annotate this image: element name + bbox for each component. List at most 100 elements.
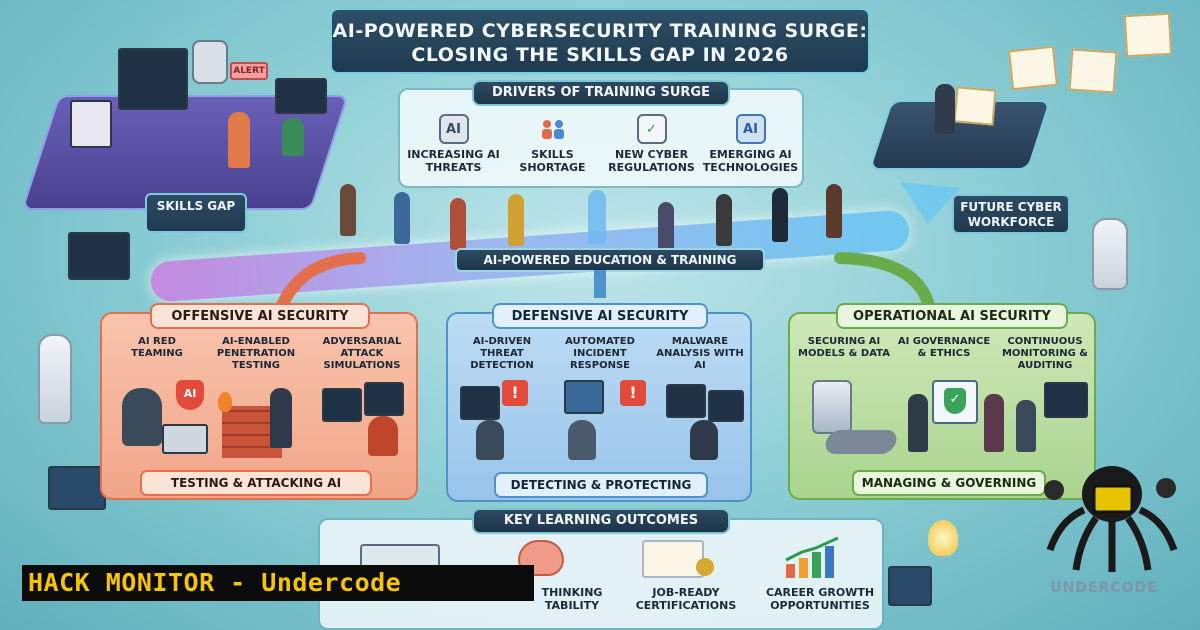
robot-image	[588, 190, 606, 244]
monitor-image	[48, 466, 106, 510]
outcome-label: JOB-READY CERTIFICATIONS	[635, 586, 737, 612]
certificate-image	[1123, 12, 1173, 58]
outcome-item: JOB-READY CERTIFICATIONS	[630, 540, 750, 620]
driver-label: SKILLS SHORTAGE	[519, 148, 586, 174]
monitor-image	[460, 386, 500, 420]
offensive-item: AI-ENABLED PENETRATION TESTING	[216, 336, 296, 371]
person-image	[935, 84, 955, 134]
future-workforce-label: FUTURE CYBER WORKFORCE	[952, 194, 1070, 234]
operational-heading: OPERATIONAL AI SECURITY	[836, 303, 1068, 329]
arrow-head-icon	[900, 182, 960, 224]
title-line-1: AI-POWERED CYBERSECURITY TRAINING SURGE:	[332, 20, 868, 42]
monitor-image	[708, 390, 744, 422]
warning-icon: !	[620, 380, 646, 406]
laptop-image	[162, 424, 208, 454]
driver-item: ✓ NEW CYBER REGULATIONS	[602, 114, 701, 184]
monitor-image	[888, 566, 932, 606]
driver-item: AI INCREASING AI THREATS	[404, 114, 503, 184]
check-shield-icon: ✓	[944, 388, 966, 414]
monitor-image	[275, 78, 327, 114]
checklist-icon: ✓	[636, 114, 667, 144]
driver-item: AI EMERGING AI TECHNOLOGIES	[701, 114, 800, 184]
outcome-label: THINKING TABILITY	[541, 586, 603, 612]
drivers-heading: DRIVERS OF TRAINING SURGE	[472, 80, 730, 106]
ai-shield-icon: AI	[176, 380, 204, 410]
person-image	[368, 416, 398, 456]
growth-chart-icon	[785, 536, 839, 578]
monitor-image	[322, 388, 362, 422]
monitor-image	[364, 382, 404, 416]
ai-chip-icon: AI	[735, 114, 766, 144]
laptop-image	[68, 232, 130, 280]
offensive-footer: TESTING & ATTACKING AI	[140, 470, 372, 496]
offensive-heading: OFFENSIVE AI SECURITY	[150, 303, 370, 329]
person-image	[476, 420, 504, 460]
watermark-banner: HACK MONITOR - Undercode	[22, 565, 534, 601]
certificate-icon	[642, 540, 704, 578]
person-image	[122, 388, 162, 446]
person-image	[658, 202, 674, 250]
brand-logo-text: UNDERCODE	[1050, 580, 1158, 596]
brand-mascot-image	[1040, 460, 1180, 578]
person-image	[394, 192, 410, 244]
monitor-image	[1044, 382, 1088, 418]
person-image	[690, 420, 718, 460]
defensive-heading: DEFENSIVE AI SECURITY	[492, 303, 708, 329]
defensive-item: AUTOMATED INCIDENT RESPONSE	[565, 336, 635, 371]
person-image	[508, 194, 524, 246]
flame-icon	[218, 392, 232, 412]
title-line-2: CLOSING THE SKILLS GAP IN 2026	[411, 44, 789, 66]
person-image	[716, 194, 732, 246]
driver-label: INCREASING AI THREATS	[407, 148, 500, 174]
robot-image	[192, 40, 228, 84]
outcome-label: CAREER GROWTH OPPORTUNITIES	[765, 586, 875, 612]
monitor-image	[70, 100, 112, 148]
monitor-image	[118, 48, 188, 110]
seal-icon	[696, 558, 714, 576]
education-band-label: AI-POWERED EDUCATION & TRAINING	[455, 248, 765, 272]
operational-item: SECURING AI MODELS & DATA	[798, 336, 890, 359]
skills-gap-label: SKILLS GAP	[145, 193, 247, 233]
person-image	[568, 420, 596, 460]
server-image	[812, 380, 852, 434]
defensive-footer: DETECTING & PROTECTING	[494, 472, 708, 498]
ai-warning-icon: AI	[438, 114, 469, 144]
operational-item: CONTINUOUS MONITORING & AUDITING	[1001, 336, 1089, 371]
page-title: AI-POWERED CYBERSECURITY TRAINING SURGE:…	[330, 8, 870, 74]
alert-badge: ALERT	[230, 62, 268, 80]
certificate-image	[953, 86, 997, 126]
lightbulb-icon	[928, 520, 958, 556]
person-image	[1016, 400, 1036, 452]
outcome-item: THINKING TABILITY	[500, 540, 610, 620]
connector-arrows	[274, 252, 936, 316]
defensive-item: AI-DRIVEN THREAT DETECTION	[470, 336, 534, 371]
conveyor-image	[823, 430, 899, 454]
operational-item: AI GOVERNANCE & ETHICS	[897, 336, 991, 359]
robot-image	[1092, 218, 1128, 290]
person-image	[984, 394, 1004, 452]
certificate-image	[1068, 48, 1118, 94]
operational-footer: MANAGING & GOVERNING	[852, 470, 1046, 496]
driver-label: EMERGING AI TECHNOLOGIES	[702, 148, 799, 174]
walking-people	[340, 170, 880, 250]
defensive-item: MALWARE ANALYSIS WITH AI	[656, 336, 744, 371]
person-image	[340, 184, 356, 236]
person-image	[228, 112, 250, 168]
offensive-item: ADVERSARIAL ATTACK SIMULATIONS	[322, 336, 402, 371]
warning-icon: !	[502, 380, 528, 406]
drivers-list: AI INCREASING AI THREATS SKILLS SHORTAGE…	[404, 114, 800, 184]
person-image	[450, 198, 466, 250]
monitor-image	[564, 380, 604, 414]
offensive-item: AI RED TEAMING	[131, 336, 183, 359]
driver-item: SKILLS SHORTAGE	[503, 114, 602, 184]
people-icon	[538, 114, 568, 144]
person-image	[826, 184, 842, 238]
shield-board-image	[932, 380, 978, 424]
outcome-item: CAREER GROWTH OPPORTUNITIES	[760, 536, 880, 620]
outcomes-heading: KEY LEARNING OUTCOMES	[472, 508, 730, 534]
monitor-image	[666, 384, 706, 418]
person-image	[908, 394, 928, 452]
person-image	[772, 188, 788, 242]
person-image	[270, 388, 292, 448]
driver-label: NEW CYBER REGULATIONS	[608, 148, 695, 174]
